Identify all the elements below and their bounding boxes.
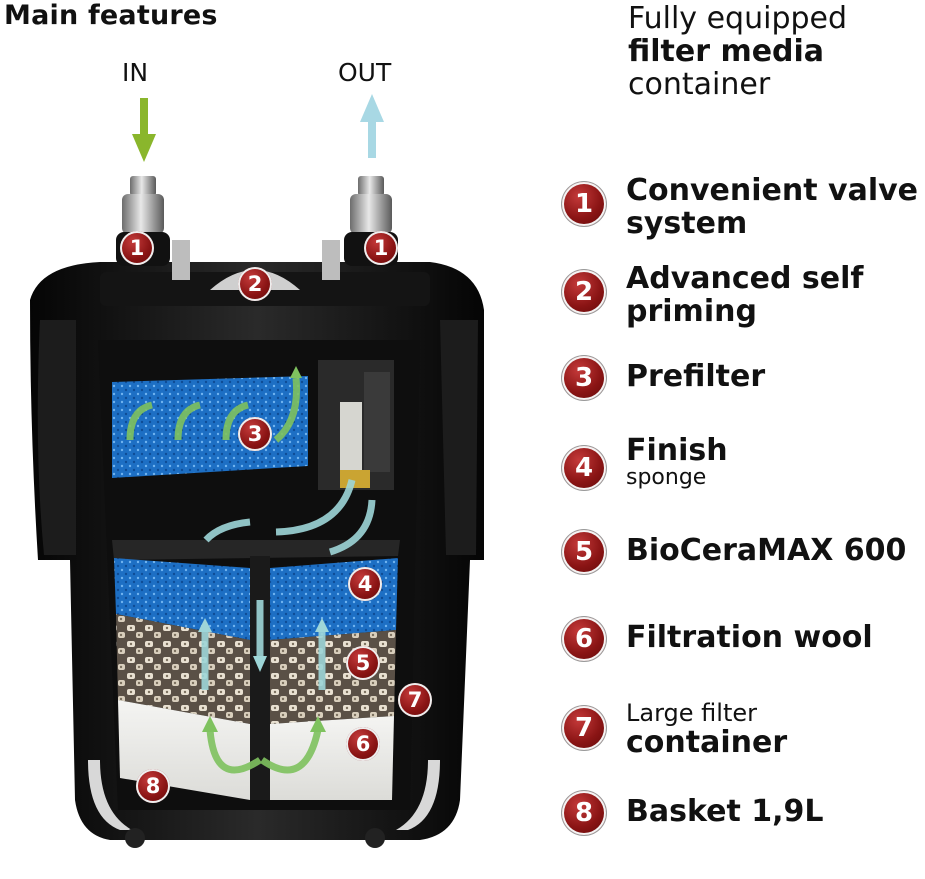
feature-title-2: priming xyxy=(626,294,757,329)
right-header-line3: container xyxy=(628,67,771,102)
feature-title: Advanced self xyxy=(626,261,864,296)
out-label: OUT xyxy=(338,58,392,87)
feature-item-2: 2 Advanced self priming xyxy=(562,262,863,329)
feature-title: Basket 1,9L xyxy=(626,794,824,829)
feature-badge: 2 xyxy=(562,270,606,314)
feature-item-6: 6 Filtration wool xyxy=(562,617,873,661)
in-arrow xyxy=(132,98,156,162)
right-header-line1: Fully equipped xyxy=(628,1,848,36)
finish-sponge xyxy=(114,558,250,640)
feature-title: container xyxy=(626,725,788,760)
bioceramax-media xyxy=(116,614,250,724)
feature-badge: 1 xyxy=(562,182,606,226)
badge-finish: 4 xyxy=(348,567,382,601)
feature-item-5: 5 BioCeraMAX 600 xyxy=(562,530,906,574)
feature-badge: 3 xyxy=(562,356,606,400)
badge-wool: 6 xyxy=(346,727,380,761)
right-header: Fully equipped filter media container xyxy=(628,2,847,101)
filter-diagram xyxy=(30,94,484,848)
feature-title: Prefilter xyxy=(626,359,766,394)
feature-item-3: 3 Prefilter xyxy=(562,356,765,400)
feature-item-4: 4 Finish sponge xyxy=(562,434,728,490)
badge-prefilter: 3 xyxy=(238,417,272,451)
badge-priming: 2 xyxy=(238,267,272,301)
right-header-line2: filter media xyxy=(628,34,825,69)
out-arrow xyxy=(360,94,384,158)
feature-item-8: 8 Basket 1,9L xyxy=(562,791,824,835)
in-label: IN xyxy=(122,58,149,87)
badge-basket: 8 xyxy=(136,769,170,803)
feature-title: Filtration wool xyxy=(626,620,873,655)
feature-badge: 7 xyxy=(562,706,606,750)
badge-valve-right: 1 xyxy=(364,231,398,265)
prefilter-sponge xyxy=(112,376,308,478)
badge-container: 7 xyxy=(398,683,432,717)
feature-badge: 5 xyxy=(562,530,606,574)
feature-subtitle: sponge xyxy=(626,465,707,490)
feature-badge: 4 xyxy=(562,446,606,490)
feature-item-7: 7 Large filter container xyxy=(562,700,788,760)
badge-bioceramax: 5 xyxy=(346,646,380,680)
flow-arrows-blue xyxy=(201,479,376,690)
feature-title: Convenient valve xyxy=(626,173,919,208)
feature-title: Finish xyxy=(626,433,728,468)
feature-badge: 8 xyxy=(562,791,606,835)
page-title: Main features xyxy=(4,0,218,31)
feature-item-1: 1 Convenient valve system xyxy=(562,174,918,241)
flow-arrows-green xyxy=(126,377,322,774)
badge-valve-left: 1 xyxy=(120,231,154,265)
feature-badge: 6 xyxy=(562,617,606,661)
feature-title: BioCeraMAX 600 xyxy=(626,533,907,568)
feature-title-2: system xyxy=(626,206,748,241)
feature-subtitle: Large filter xyxy=(626,699,757,727)
